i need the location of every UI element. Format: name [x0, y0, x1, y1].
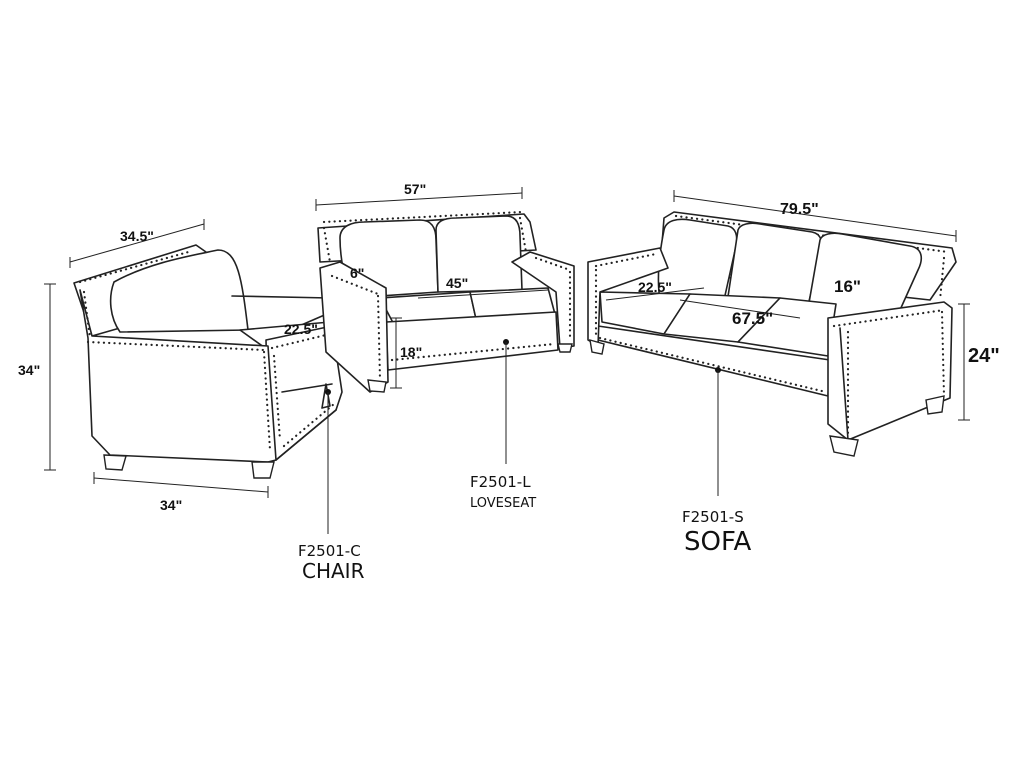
- chair-name-label: CHAIR: [302, 559, 365, 583]
- leader-lines: [325, 339, 721, 534]
- chair-width-top-label: 34.5": [120, 228, 154, 244]
- loveseat-drawing: [317, 210, 575, 393]
- sofa-seat-width-label: 67.5": [732, 309, 773, 328]
- model-labels: F2501-C CHAIR F2501-L LOVESEAT F2501-S S…: [298, 473, 752, 583]
- chair-width-bottom-label: 34": [160, 497, 182, 513]
- loveseat-arm-label: 6": [350, 265, 364, 281]
- loveseat-name-label: LOVESEAT: [470, 496, 536, 511]
- chair-model-number: F2501-C: [298, 542, 361, 560]
- sofa-model-number: F2501-S: [682, 508, 744, 526]
- loveseat-model-number: F2501-L: [470, 473, 531, 491]
- loveseat-width-label: 57": [404, 181, 426, 197]
- sofa-height-label: 24": [968, 345, 1000, 367]
- chair-height-label: 34": [18, 362, 40, 378]
- sofa-drawing: [587, 211, 957, 457]
- chair-drawing: [73, 244, 343, 479]
- dimension-lines: [44, 187, 970, 498]
- loveseat-seat-width-label: 45": [446, 275, 468, 291]
- sofa-back-height-label: 16": [834, 277, 861, 296]
- loveseat-seat-height-label: 18": [400, 344, 422, 360]
- sofa-width-label: 79.5": [780, 201, 819, 218]
- chair-seat-depth-label: 22.5": [284, 321, 318, 337]
- dimension-labels: 34.5" 34" 22.5" 34" 57" 6" 45" 18" 79.5"…: [18, 181, 1000, 513]
- sofa-seat-depth-label: 22.5": [638, 279, 672, 295]
- sofa-name-label: SOFA: [684, 527, 752, 557]
